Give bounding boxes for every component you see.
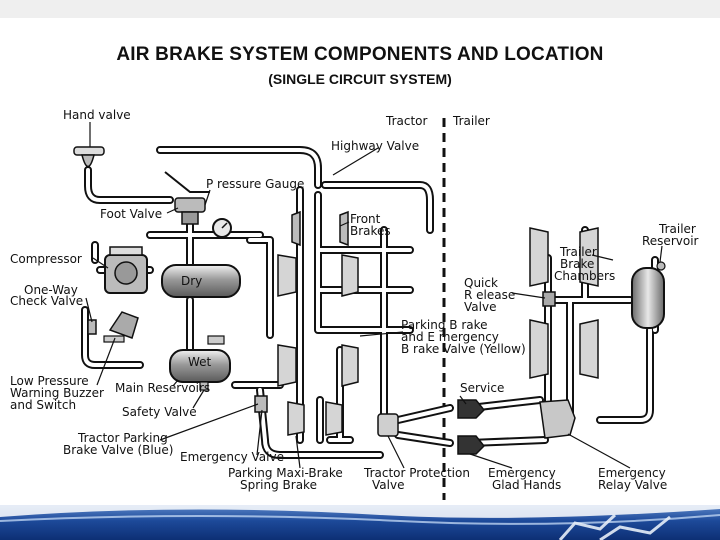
diagram-subtitle: (SINGLE CIRCUIT SYSTEM) bbox=[268, 71, 452, 87]
emergency-valve-fitting bbox=[207, 335, 225, 345]
label-parking-brake-2: and E mergency bbox=[401, 330, 499, 344]
label-quick-release-3: Valve bbox=[464, 300, 496, 314]
label-tractor-parking-2: Brake Valve (Blue) bbox=[63, 443, 173, 457]
one-way-check-valve bbox=[87, 319, 97, 335]
label-tractor-protection-2: Valve bbox=[372, 478, 404, 492]
wet-tank-label: Wet bbox=[188, 355, 212, 369]
label-emergency-glad-1: Emergency bbox=[488, 466, 556, 480]
label-pressure-gauge: P ressure Gauge bbox=[206, 177, 304, 191]
trailer-brake-chambers bbox=[529, 227, 599, 379]
label-parking-brake-3: B rake Valve (Yellow) bbox=[401, 342, 526, 356]
label-main-reservoirs: Main Reservoirs bbox=[115, 381, 210, 395]
trailer-reservoir bbox=[631, 261, 666, 329]
label-quick-release-2: R elease bbox=[464, 288, 515, 302]
label-parking-brake-1: Parking B rake bbox=[401, 318, 488, 332]
label-safety-valve: Safety Valve bbox=[122, 405, 197, 419]
label-foot-valve: Foot Valve bbox=[100, 207, 162, 221]
label-emergency-relay-1: Emergency bbox=[598, 466, 666, 480]
label-low-pressure-2: Warning Buzzer bbox=[10, 386, 104, 400]
hand-valve bbox=[73, 146, 105, 168]
label-one-way-check-1: One-Way bbox=[24, 283, 78, 297]
section-trailer: Trailer bbox=[452, 114, 490, 128]
label-low-pressure-1: Low Pressure bbox=[10, 374, 89, 388]
label-one-way-check-2: Check Valve bbox=[10, 294, 83, 308]
label-trailer-chambers-3: Chambers bbox=[554, 269, 615, 283]
label-front-brakes-1: Front bbox=[350, 212, 381, 226]
footer-decoration bbox=[558, 513, 671, 540]
label-trailer-reservoir-1: Trailer bbox=[658, 222, 696, 236]
label-trailer-chambers-2: Brake bbox=[560, 257, 594, 271]
low-pressure-switch bbox=[103, 311, 139, 343]
label-trailer-reservoir-2: Reservoir bbox=[642, 234, 699, 248]
label-emergency-valve: Emergency Valve bbox=[180, 450, 284, 464]
wet-reservoir: Wet bbox=[169, 349, 231, 383]
emergency-glad-hand bbox=[457, 435, 486, 455]
label-front-brakes-2: Brakes bbox=[350, 224, 391, 238]
footer-wave bbox=[0, 505, 720, 540]
foot-valve bbox=[164, 171, 210, 225]
emergency-relay-valve bbox=[539, 399, 576, 439]
label-parking-maxi-2: Spring Brake bbox=[240, 478, 317, 492]
tractor-protection-valve bbox=[377, 413, 399, 437]
quick-release-valve bbox=[542, 291, 556, 307]
tractor-brake-chambers bbox=[277, 254, 359, 436]
label-low-pressure-3: and Switch bbox=[10, 398, 76, 412]
label-emergency-relay-2: Relay Valve bbox=[598, 478, 667, 492]
tractor-parking-valve bbox=[254, 395, 268, 413]
label-parking-maxi-1: Parking Maxi-Brake bbox=[228, 466, 343, 480]
label-hand-valve: Hand valve bbox=[63, 108, 131, 122]
diagram-title: AIR BRAKE SYSTEM COMPONENTS AND LOCATION bbox=[116, 44, 604, 65]
service-glad-hand bbox=[457, 399, 486, 419]
dry-tank-label: Dry bbox=[181, 274, 202, 288]
pressure-gauge bbox=[212, 218, 232, 238]
leader-lines bbox=[85, 122, 663, 469]
label-tractor-parking-1: Tractor Parking bbox=[77, 431, 168, 445]
label-service: Service bbox=[460, 381, 504, 395]
section-tractor: Tractor bbox=[385, 114, 427, 128]
label-compressor: Compressor bbox=[10, 252, 82, 266]
dry-reservoir: Dry bbox=[161, 264, 241, 298]
component-labels: Hand valve Highway Valve P ressure Gauge… bbox=[10, 108, 699, 492]
label-tractor-protection-1: Tractor Protection bbox=[363, 466, 470, 480]
label-quick-release-1: Quick bbox=[464, 276, 498, 290]
compressor bbox=[104, 246, 148, 294]
label-emergency-glad-2: Glad Hands bbox=[492, 478, 561, 492]
front-brakes bbox=[291, 210, 349, 247]
label-trailer-chambers-1: Trailer bbox=[559, 245, 597, 259]
label-highway-valve: Highway Valve bbox=[331, 139, 419, 153]
top-band bbox=[0, 0, 720, 18]
